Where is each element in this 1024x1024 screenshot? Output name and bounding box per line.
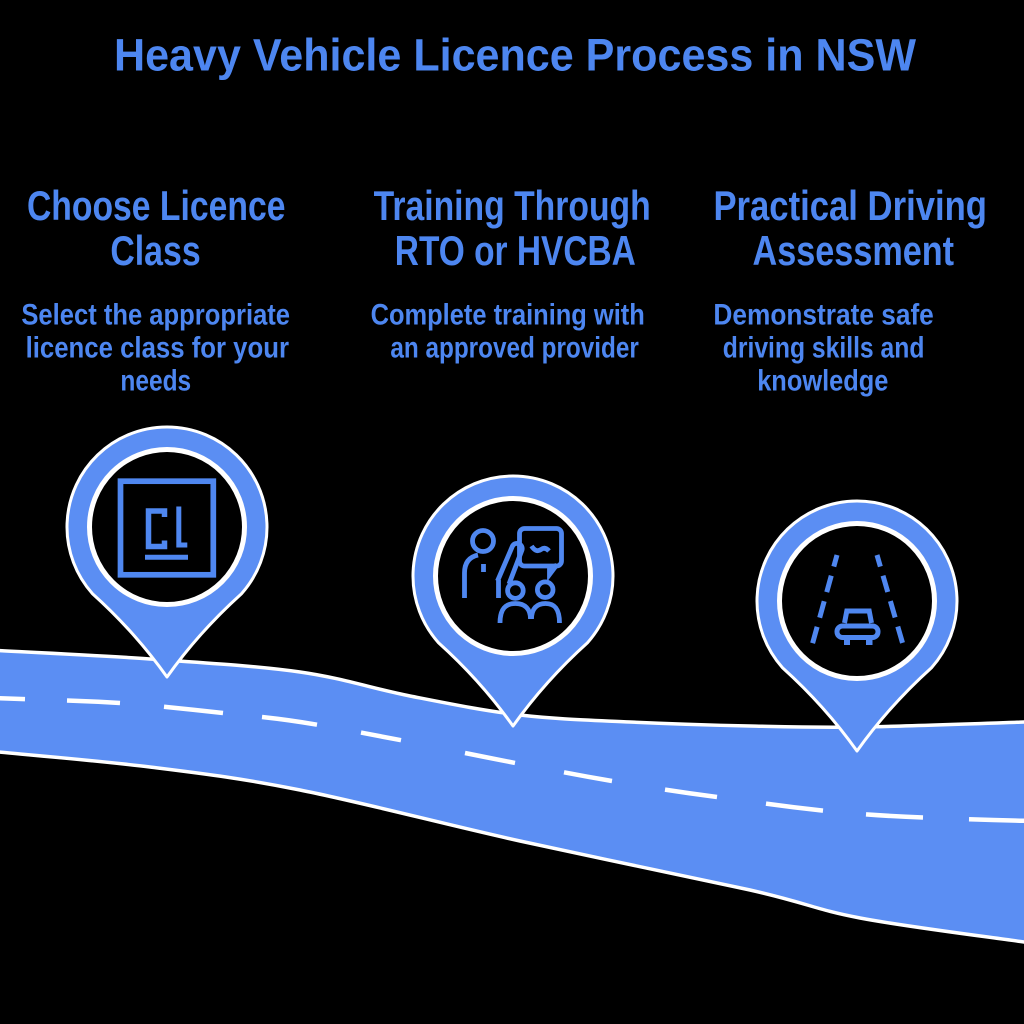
svg-text:licence class for your: licence class for your	[26, 332, 290, 365]
svg-text:Choose Licence: Choose Licence	[27, 182, 286, 229]
svg-text:needs: needs	[120, 365, 191, 398]
svg-text:Class: Class	[110, 227, 200, 274]
svg-text:RTO or HVCBA: RTO or HVCBA	[395, 227, 636, 274]
svg-text:driving skills and: driving skills and	[723, 332, 925, 365]
svg-text:Complete training with: Complete training with	[371, 299, 645, 332]
svg-text:Practical Driving: Practical Driving	[713, 182, 987, 229]
svg-text:Heavy Vehicle Licence Process: Heavy Vehicle Licence Process in NSW	[114, 29, 917, 80]
svg-text:Assessment: Assessment	[753, 227, 955, 274]
svg-text:Training Through: Training Through	[374, 182, 651, 229]
svg-text:an approved provider: an approved provider	[390, 332, 639, 365]
svg-text:Select the appropriate: Select the appropriate	[21, 299, 290, 332]
svg-text:knowledge: knowledge	[757, 365, 888, 398]
svg-text:Demonstrate safe: Demonstrate safe	[713, 299, 933, 332]
